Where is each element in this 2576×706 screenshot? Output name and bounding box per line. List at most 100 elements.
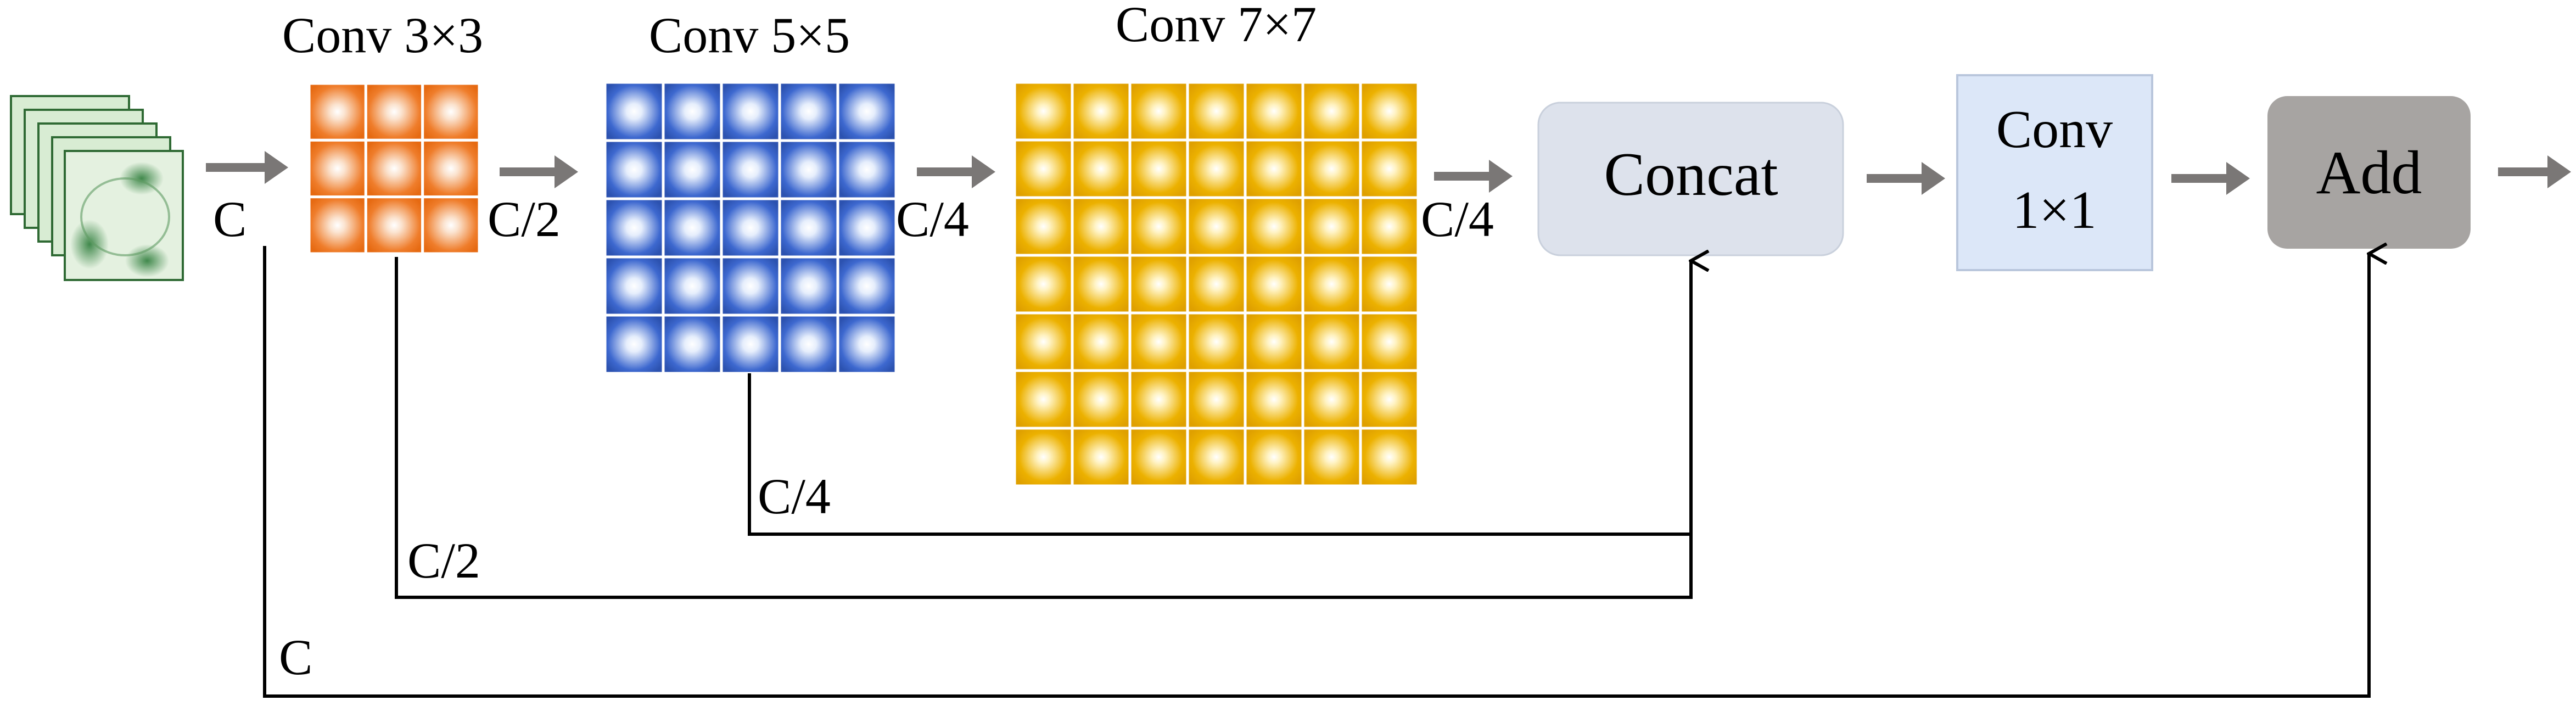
kernel-cell (778, 197, 839, 259)
kernel-cell (1301, 369, 1362, 430)
kernel-cell (1186, 196, 1247, 257)
kernel-cell (662, 197, 723, 259)
conv7x7-title: Conv 7×7 (1116, 0, 1317, 52)
kernel-cell (1359, 138, 1420, 199)
conv1x1-block: Conv 1×1 (1956, 74, 2153, 271)
kernel-cell (603, 197, 665, 259)
kernel-cell (720, 139, 781, 200)
kernel-cell (1128, 138, 1189, 199)
kernel-cell (1359, 196, 1420, 257)
kernel-cell (1244, 81, 1304, 142)
kernel-cell (1013, 254, 1074, 315)
kernel-cell (1013, 196, 1074, 257)
forward-arrows (206, 151, 2571, 195)
conv7x7-kernel-grid (1013, 81, 1420, 488)
kernel-cell (662, 313, 723, 375)
kernel-cell (778, 313, 839, 375)
kernel-cell (720, 197, 781, 259)
kernel-cell (1359, 81, 1420, 142)
kernel-cell (1359, 427, 1420, 488)
kernel-cell (1359, 369, 1420, 430)
kernel-cell (603, 313, 665, 375)
kernel-cell (1013, 311, 1074, 372)
kernel-cell (1071, 81, 1132, 142)
kernel-cell (836, 139, 898, 200)
feature-map-layer (64, 150, 184, 281)
kernel-cell (1244, 427, 1304, 488)
kernel-cell (1071, 138, 1132, 199)
conv3x3-title: Conv 3×3 (282, 7, 483, 63)
kernel-cell (1186, 138, 1247, 199)
kernel-cell (778, 255, 839, 317)
skip-line-conv5-to-concat (748, 373, 1691, 536)
conv5x5-kernel-grid (603, 81, 898, 375)
arrow-input-to-conv3 (206, 151, 288, 184)
conv5x5-title: Conv 5×5 (649, 7, 850, 63)
conv1x1-label-line2: 1×1 (2012, 181, 2096, 240)
kernel-cell (1244, 369, 1304, 430)
input-feature-map-stack (10, 95, 184, 281)
kernel-cell (1128, 427, 1189, 488)
kernel-cell (1359, 254, 1420, 315)
channel-label-input: C (213, 191, 247, 247)
kernel-cell (307, 138, 367, 199)
kernel-cell (836, 81, 898, 142)
kernel-cell (836, 197, 898, 259)
kernel-cell (1013, 369, 1074, 430)
channel-label-skip-conv3: C/2 (407, 533, 480, 589)
skip-line-conv3-to-concat (395, 257, 1691, 599)
kernel-cell (307, 82, 367, 142)
kernel-cell (364, 82, 424, 142)
kernel-cell (421, 82, 481, 142)
arrow-conv5-to-conv7 (917, 155, 995, 188)
conv1x1-label-line1: Conv (1996, 100, 2113, 159)
kernel-cell (1244, 311, 1304, 372)
arrow-conv1x1-to-add (2171, 162, 2250, 195)
kernel-cell (1071, 196, 1132, 257)
kernel-cell (1301, 196, 1362, 257)
concat-label: Concat (1604, 141, 1778, 209)
skip-connections (263, 246, 2369, 698)
arrow-add-output (2498, 155, 2571, 188)
kernel-cell (1128, 81, 1189, 142)
concat-block: Concat (1537, 102, 1844, 256)
kernel-cell (307, 195, 367, 255)
kernel-cell (662, 139, 723, 200)
kernel-cell (1071, 427, 1132, 488)
add-block: Add (2267, 96, 2471, 249)
kernel-cell (720, 81, 781, 142)
kernel-cell (603, 81, 665, 142)
kernel-cell (603, 139, 665, 200)
arrow-conv7-to-concat (1434, 160, 1513, 193)
kernel-cell (1301, 138, 1362, 199)
kernel-cell (1013, 138, 1074, 199)
kernel-cell (1301, 254, 1362, 315)
kernel-cell (421, 195, 481, 255)
kernel-cell (836, 255, 898, 317)
channel-label-after-conv7: C/4 (1421, 191, 1494, 247)
kernel-cell (1128, 369, 1189, 430)
kernel-cell (603, 255, 665, 317)
channel-label-skip-input: C (279, 629, 312, 685)
kernel-cell (662, 81, 723, 142)
kernel-cell (1186, 311, 1247, 372)
kernel-cell (1301, 311, 1362, 372)
kernel-cell (1244, 196, 1304, 257)
channel-label-after-conv3: C/2 (488, 191, 561, 247)
kernel-cell (1128, 196, 1189, 257)
kernel-cell (1301, 81, 1362, 142)
kernel-cell (1244, 138, 1304, 199)
add-label: Add (2316, 139, 2422, 207)
kernel-cell (1244, 254, 1304, 315)
kernel-cell (778, 139, 839, 200)
kernel-cell (1128, 311, 1189, 372)
kernel-cell (1071, 369, 1132, 430)
conv3x3-kernel-grid (307, 82, 481, 255)
kernel-cell (1186, 254, 1247, 315)
kernel-cell (1071, 254, 1132, 315)
kernel-cell (720, 255, 781, 317)
kernel-cell (1301, 427, 1362, 488)
kernel-cell (1013, 81, 1074, 142)
kernel-cell (364, 195, 424, 255)
kernel-cell (1071, 311, 1132, 372)
